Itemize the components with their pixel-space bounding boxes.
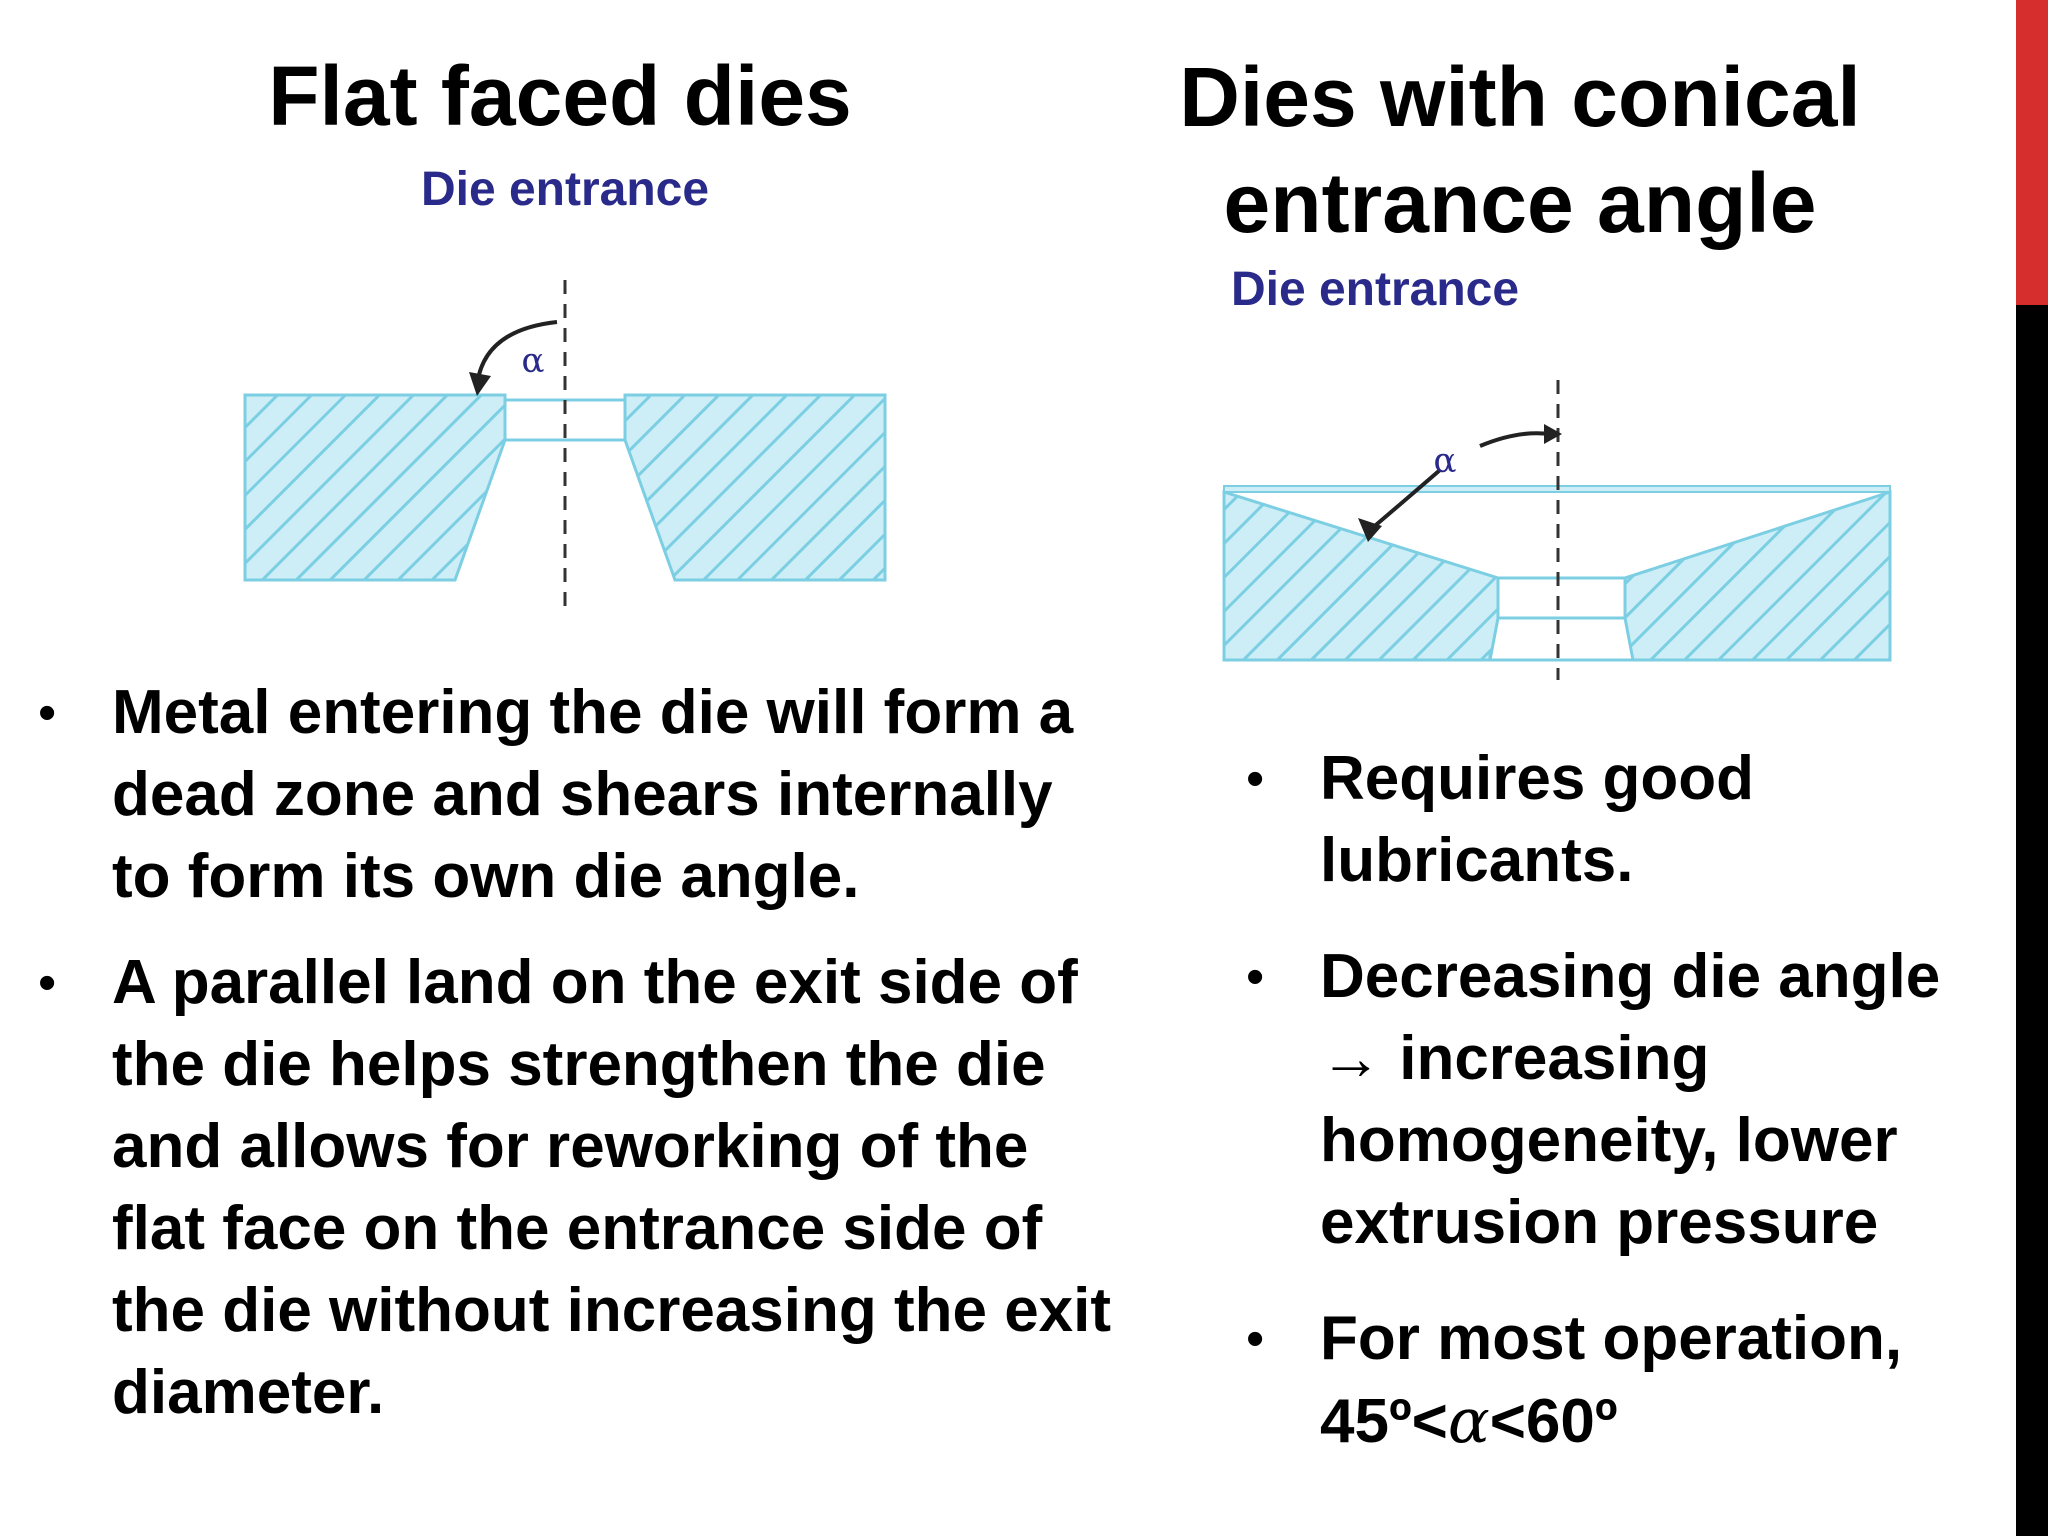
alpha-symbol: α [522, 341, 545, 381]
list-item: Metal entering the die will form a dead … [38, 672, 1128, 918]
flat-dies-bullet-list: Metal entering the die will form a dead … [38, 672, 1128, 1434]
alpha-symbol: α [1434, 441, 1457, 481]
die-exit [1488, 616, 1635, 662]
angle-arrow-icon [1358, 518, 1382, 542]
accent-bar-red [2016, 0, 2048, 305]
conical-die-diagram: Die entrance α [1222, 263, 1892, 680]
die-body-right-half [1623, 489, 1892, 662]
die-entrance-label: Die entrance [421, 163, 709, 216]
angle-arrow-icon [469, 372, 491, 396]
die-body-right-half [623, 393, 887, 582]
bullet-text-suffix: <60º [1489, 1387, 1618, 1456]
conical-dies-bullet-list: Requires good lubricants. Decreasing die… [1246, 738, 2011, 1463]
heading-flat-faced-dies: Flat faced dies [268, 49, 852, 143]
die-entrance-label: Die entrance [1231, 263, 1519, 316]
flat-die-diagram: Die entrance α [243, 163, 887, 610]
heading-conical-dies: Dies with conical entrance angle [1179, 50, 1861, 250]
die-body-left-half [1222, 489, 1500, 662]
angle-arrow-icon [1544, 424, 1562, 444]
list-item: Requires good lubricants. [1246, 738, 2011, 902]
die-body-left-half [243, 393, 507, 582]
angle-arc-bottom [1368, 468, 1442, 532]
list-item: For most operation, 45º<α<60º [1246, 1298, 2011, 1463]
list-item: A parallel land on the exit side of the … [38, 942, 1128, 1434]
alpha-symbol: α [1447, 1384, 1490, 1457]
die-land [1496, 576, 1627, 620]
accent-bar-black [2016, 305, 2048, 1536]
list-item: Decreasing die angle → increasing homoge… [1246, 936, 2011, 1264]
angle-arc-top [1479, 431, 1551, 448]
bullet-text-prefix: For most operation, 45º< [1320, 1304, 1903, 1456]
